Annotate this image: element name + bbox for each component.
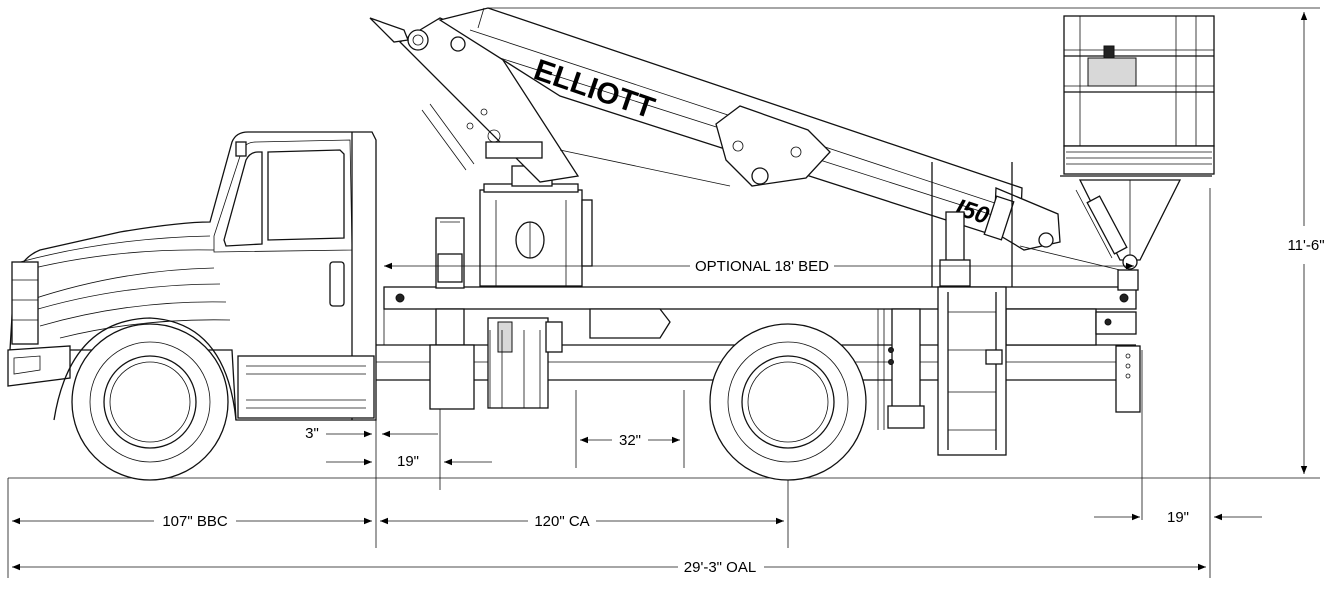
ca-label: 120" CA — [534, 513, 589, 530]
rear-overhang-label: 19" — [1167, 509, 1189, 526]
access-ladder — [937, 286, 1007, 456]
boom-assembly: ELLIOTT I50 — [369, 7, 1121, 271]
turret-pedestal — [479, 165, 593, 409]
aerial-platform — [1060, 15, 1215, 270]
rear-outrigger — [877, 308, 925, 430]
rear-bumper-stabilizer — [1095, 269, 1141, 413]
overall-height-label: 11'-6" — [1287, 237, 1324, 254]
boom-rest-tower — [931, 162, 1013, 289]
bbc-label: 107" BBC — [162, 513, 228, 530]
oal-label: 29'-3" OAL — [684, 559, 756, 576]
front-wheel — [71, 323, 229, 481]
outrigger-offset-label: 19" — [397, 453, 419, 470]
cab-gap-label: 3" — [305, 425, 319, 442]
front-outrigger — [429, 217, 475, 410]
dimension-lines — [12, 12, 1308, 571]
dimension-labels: OPTIONAL 18' BED 11'-6" 107" BBC 120" CA… — [162, 237, 1324, 576]
body-section-label: 32" — [619, 432, 641, 449]
rear-wheel — [709, 323, 867, 481]
optional-bed-label: OPTIONAL 18' BED — [695, 258, 829, 275]
